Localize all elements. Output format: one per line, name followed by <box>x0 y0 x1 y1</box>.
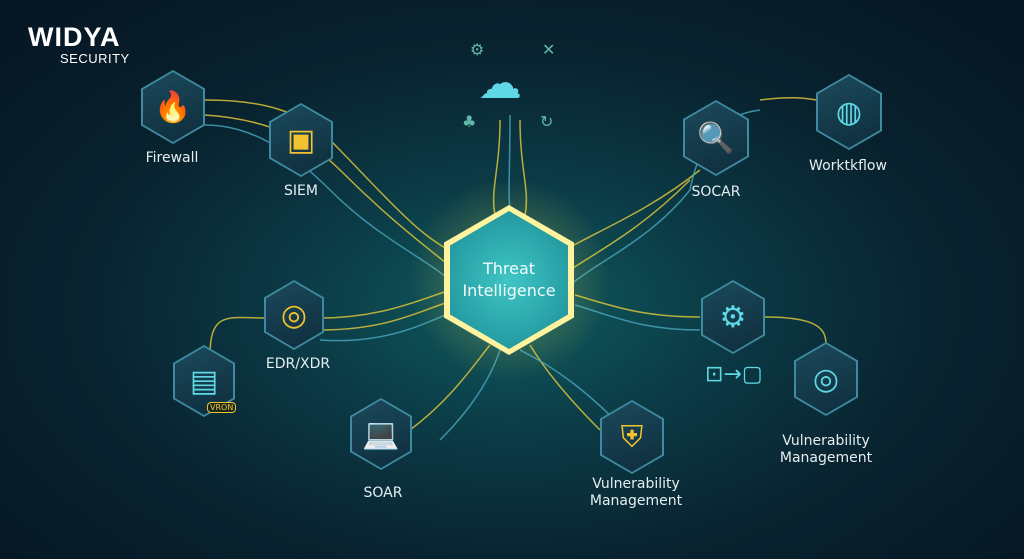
network-small-icon: ♣ <box>462 112 477 131</box>
tools-small-icon: ✕ <box>542 40 556 59</box>
siem-label: SIEM <box>284 183 318 199</box>
target-list-icon: ◎ <box>266 282 322 348</box>
globe-icon: ◍ <box>818 76 880 148</box>
analytics-search-icon: 🔍 <box>685 102 747 174</box>
flowchart-icon: ⊡→▢ <box>705 362 763 387</box>
refresh-small-icon: ↻ <box>540 112 554 131</box>
gears-icon: ⚙ <box>703 282 763 352</box>
logo-tagline: SECURITY <box>60 51 130 66</box>
vulnerability-management-label-right: Vulnerability Management <box>780 433 872 467</box>
cloud-sync-icon: ☁ <box>478 58 522 109</box>
label-line2: Management <box>589 493 683 509</box>
workflow-label: Worktkflow <box>809 158 887 174</box>
logo-name: WIDYA <box>28 22 121 52</box>
center-title-line1: Threat <box>482 259 536 278</box>
laptop-gear-icon: 💻 <box>352 400 410 468</box>
server-badge: VRON <box>207 402 237 413</box>
soar-node[interactable]: 💻 <box>350 398 412 470</box>
shield-x-icon: ⛨ <box>602 402 662 472</box>
center-title-line2: Intelligence <box>462 281 556 300</box>
vulnerability-management-node-bottom[interactable]: ⛨ <box>600 400 664 474</box>
vulnerability-management-node-right[interactable]: ◎ <box>794 342 858 416</box>
gears-node[interactable]: ⚙ <box>701 280 765 354</box>
firewall-icon: 🔥 <box>143 72 203 142</box>
logo: WIDYA SECURITY <box>28 22 130 67</box>
edr-xdr-label: EDR/XDR <box>265 356 331 372</box>
gear-small-icon: ⚙ <box>470 40 485 59</box>
soar-label: SOAR <box>363 485 403 501</box>
siem-icon: ▣ <box>271 105 331 175</box>
label-line2: Management <box>779 450 873 466</box>
label-line1: Vulnerability <box>592 476 680 492</box>
target-icon: ◎ <box>796 344 856 414</box>
label-line1: Vulnerability <box>782 433 870 449</box>
vulnerability-management-label-bottom: Vulnerability Management <box>590 476 682 510</box>
socar-label: SOCAR <box>691 184 741 200</box>
workflow-node[interactable]: ◍ <box>816 74 882 150</box>
firewall-label: Firewall <box>145 150 199 166</box>
